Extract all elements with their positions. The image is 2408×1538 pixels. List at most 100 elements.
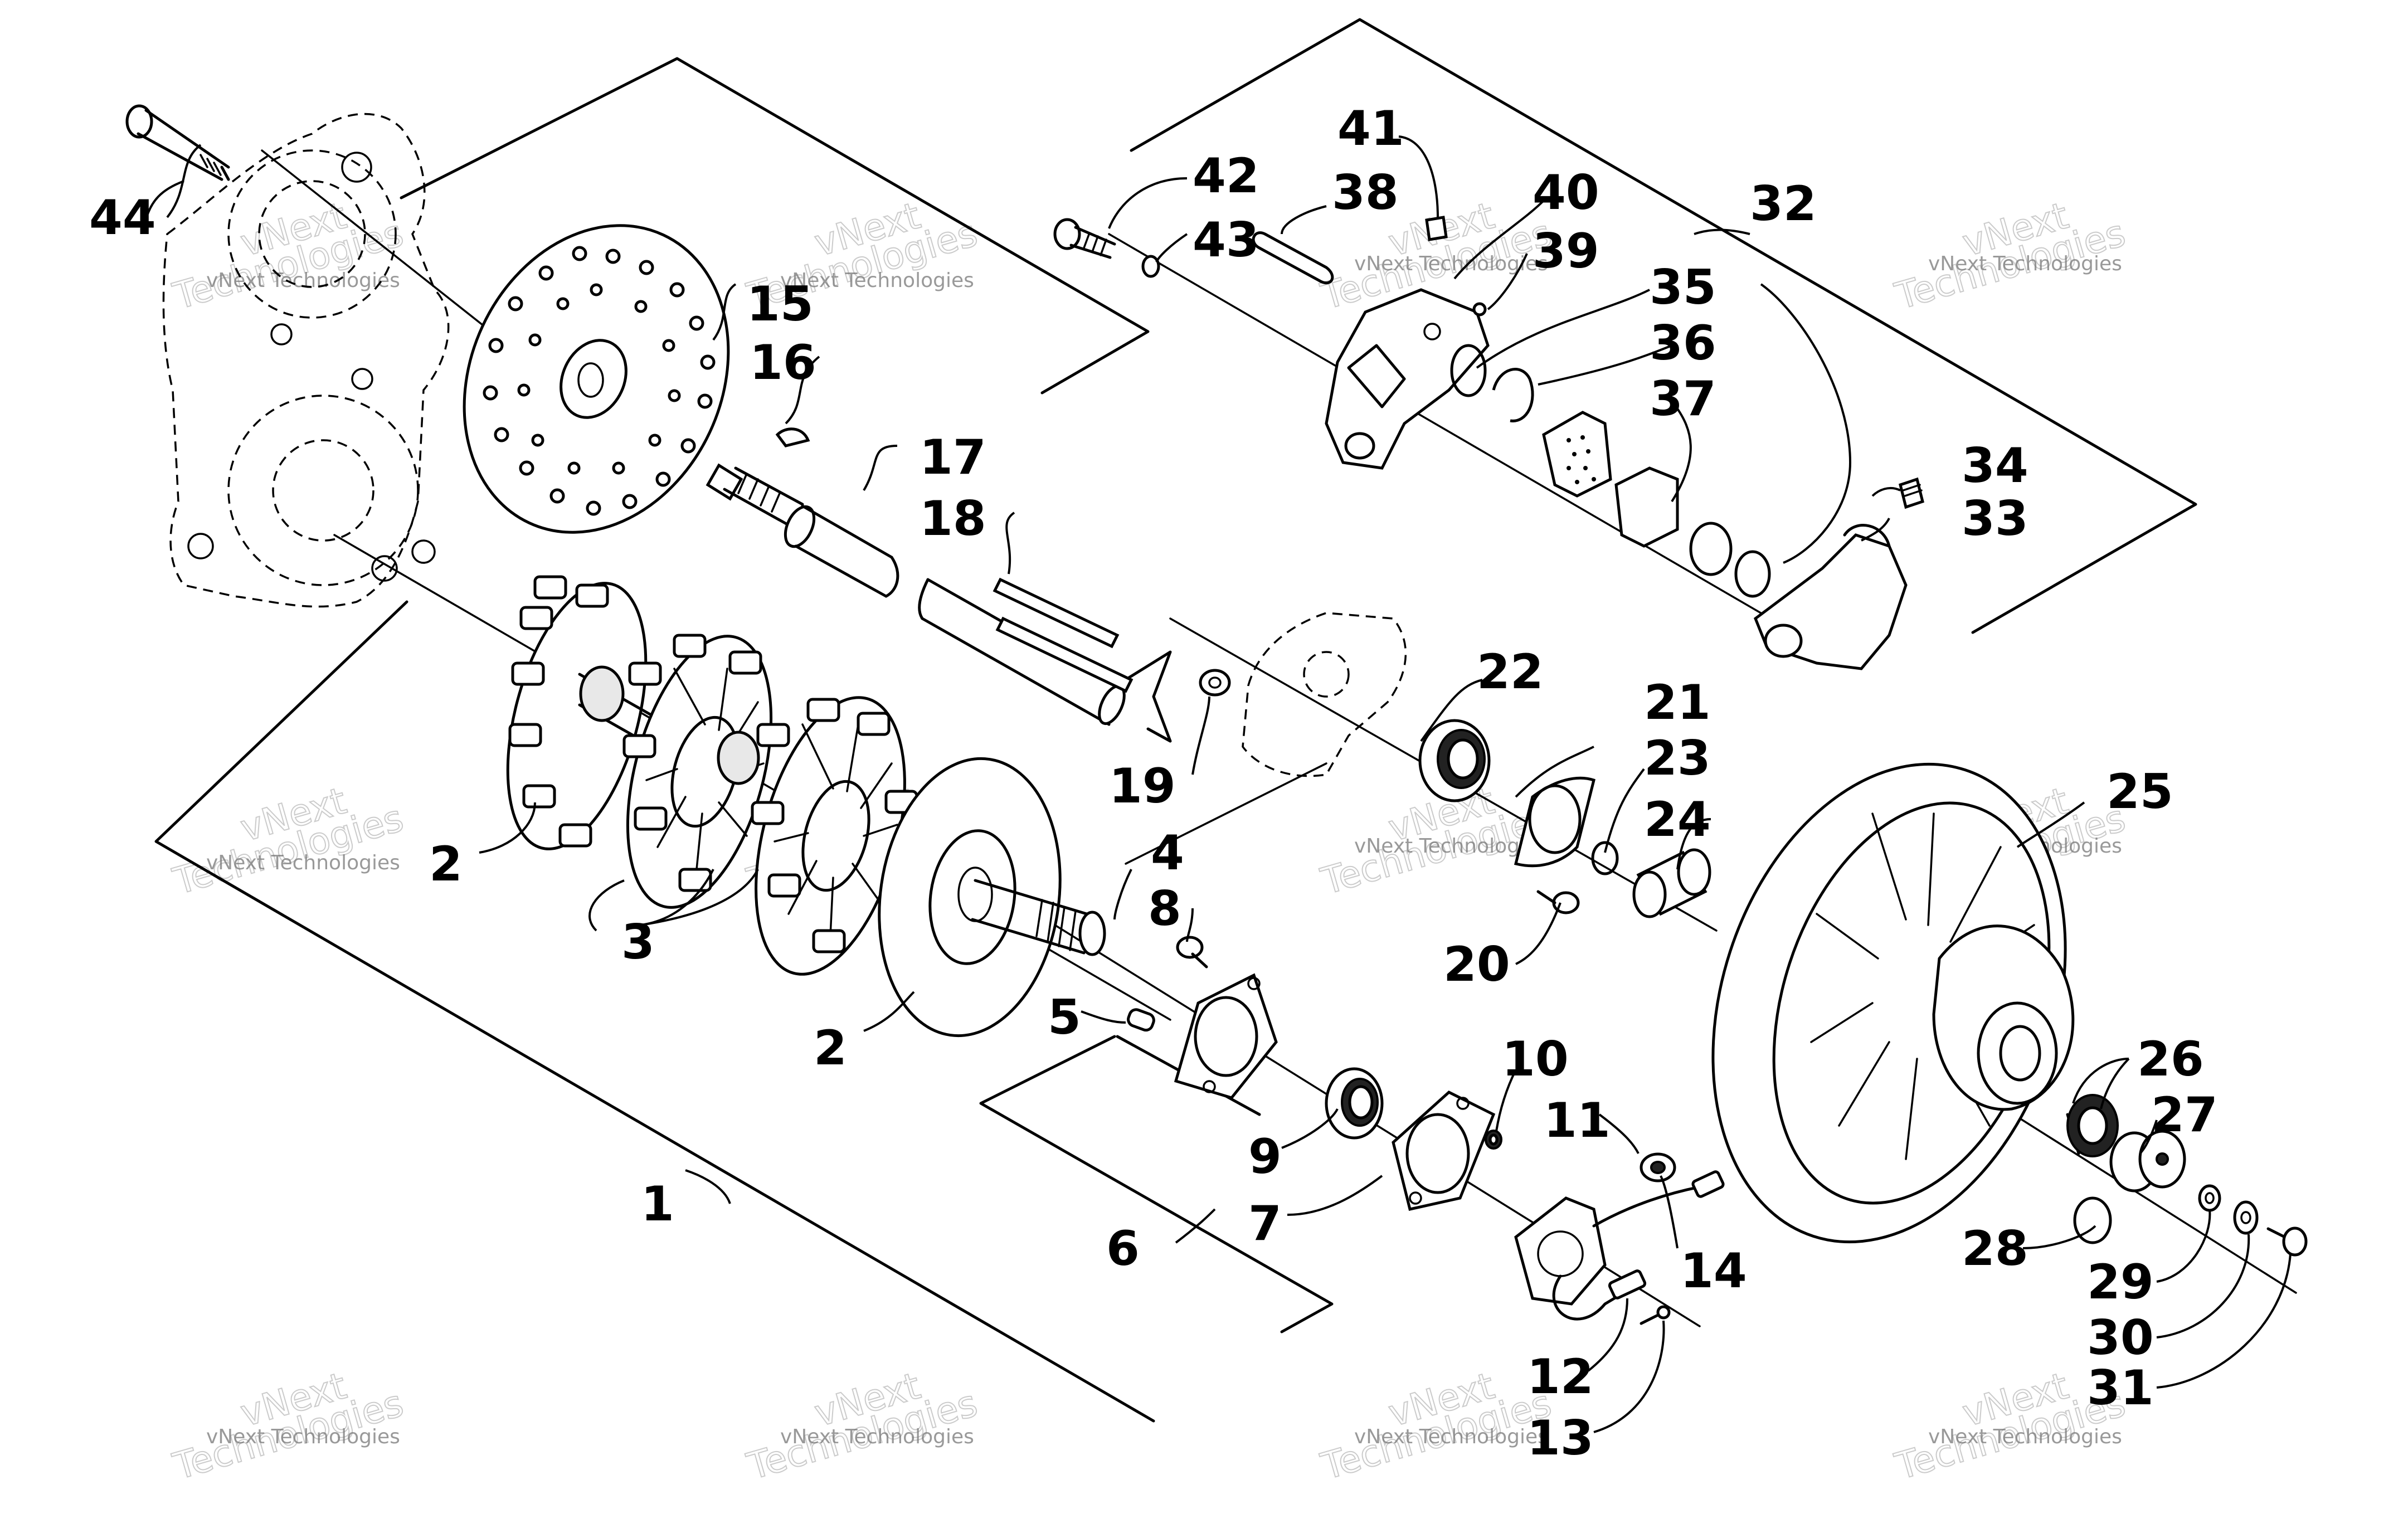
callout-44: 44 bbox=[89, 190, 156, 246]
watermark: vNext Technologies vNext Technologies bbox=[1316, 1364, 1556, 1488]
caliper-33 bbox=[1753, 524, 1908, 670]
svg-text:vNext Technologies: vNext Technologies bbox=[780, 269, 974, 292]
callout-30: 30 bbox=[2087, 1310, 2154, 1366]
nut-14 bbox=[1640, 1152, 1676, 1182]
callout-36: 36 bbox=[1650, 315, 1716, 371]
callout-24: 24 bbox=[1644, 792, 1711, 848]
callout-6: 6 bbox=[1106, 1221, 1140, 1277]
callout-35: 35 bbox=[1650, 260, 1716, 315]
callout-12: 12 bbox=[1527, 1349, 1594, 1405]
callout-2: 2 bbox=[429, 836, 463, 892]
callout-27: 27 bbox=[2151, 1087, 2218, 1143]
washer-30 bbox=[2233, 1200, 2259, 1235]
watermark: vNext Technologies vNext Technologies bbox=[1316, 778, 1556, 903]
callout-42: 42 bbox=[1193, 148, 1259, 204]
callout-25: 25 bbox=[2107, 764, 2173, 820]
cap-27 bbox=[2109, 1130, 2186, 1193]
retainer-21 bbox=[1514, 776, 1595, 868]
callout-23: 23 bbox=[1644, 731, 1711, 786]
seal-35 bbox=[1450, 344, 1771, 598]
nut-19 bbox=[1199, 669, 1231, 697]
callout-33: 33 bbox=[1962, 491, 2028, 547]
watermark: vNext Technologies vNext Technologies bbox=[742, 1364, 982, 1488]
spring-clip-38 bbox=[1252, 231, 1334, 285]
callout-26: 26 bbox=[2137, 1031, 2204, 1087]
svg-text:vNext Technologies: vNext Technologies bbox=[206, 851, 400, 874]
callout-41: 41 bbox=[1337, 101, 1404, 157]
callout-18: 18 bbox=[920, 491, 986, 547]
bolt-20 bbox=[1536, 890, 1580, 914]
washer-43 bbox=[1141, 255, 1160, 278]
bolt-44 bbox=[125, 104, 230, 181]
svg-text:vNext Technologies: vNext Technologies bbox=[206, 269, 400, 292]
callout-29: 29 bbox=[2087, 1254, 2154, 1310]
bearing-9 bbox=[1325, 1067, 1384, 1140]
drive-sprockets bbox=[506, 575, 1106, 1038]
callout-8: 8 bbox=[1148, 881, 1181, 937]
fitting-41 bbox=[1425, 216, 1448, 241]
callout-20: 20 bbox=[1443, 937, 1510, 992]
brake-disc-15 bbox=[463, 224, 730, 534]
piston-36 bbox=[1492, 368, 1733, 576]
callout-21: 21 bbox=[1644, 675, 1711, 731]
callout-1: 1 bbox=[641, 1176, 674, 1232]
callout-32: 32 bbox=[1750, 176, 1817, 232]
watermark: vNext Technologies vNext Technologies bbox=[168, 778, 408, 903]
group-box-assembly-32 bbox=[1130, 18, 2197, 634]
housing-gasket bbox=[1242, 612, 1407, 777]
ring-23 bbox=[1591, 841, 1619, 875]
callouts: 1 2 2 3 4 5 6 7 8 9 10 11 12 13 14 15 16… bbox=[89, 101, 2218, 1466]
bleeder-34 bbox=[1899, 477, 1924, 509]
callout-17: 17 bbox=[920, 430, 986, 485]
callout-19: 19 bbox=[1109, 758, 1176, 814]
callout-5: 5 bbox=[1048, 990, 1081, 1045]
watermark: vNext Technologies vNext Technologies bbox=[168, 1364, 408, 1488]
washer-29 bbox=[2198, 1184, 2221, 1212]
svg-text:vNext Technologies: vNext Technologies bbox=[206, 1425, 400, 1448]
callout-11: 11 bbox=[1544, 1093, 1611, 1148]
leader-lines bbox=[144, 135, 2292, 1433]
svg-text:vNext Technologies: vNext Technologies bbox=[1928, 1425, 2122, 1448]
flange-7-left bbox=[1174, 973, 1278, 1099]
callout-3: 3 bbox=[621, 914, 655, 970]
speed-sensor-12 bbox=[1514, 1170, 1725, 1321]
callout-13: 13 bbox=[1527, 1410, 1594, 1466]
callout-39: 39 bbox=[1533, 223, 1599, 279]
chaincase-housing bbox=[162, 113, 450, 608]
shaft-17 bbox=[706, 463, 1172, 743]
caliper-40 bbox=[1325, 288, 1490, 470]
callout-16: 16 bbox=[750, 335, 816, 391]
callout-14: 14 bbox=[1680, 1243, 1747, 1299]
cap-28 bbox=[2073, 1196, 2112, 1244]
brake-pad-37 bbox=[1542, 411, 1679, 548]
watermark: vNext Technologies vNext Technologies bbox=[1890, 193, 2130, 318]
flange-7-right bbox=[1392, 1091, 1496, 1211]
svg-text:vNext Technologies: vNext Technologies bbox=[1928, 252, 2122, 275]
callout-37: 37 bbox=[1650, 371, 1716, 427]
callout-10: 10 bbox=[1502, 1031, 1569, 1087]
spacer-24 bbox=[1632, 848, 1711, 918]
bolt-31 bbox=[2266, 1226, 2308, 1257]
bolt-42 bbox=[1053, 218, 1116, 259]
callout-43: 43 bbox=[1193, 212, 1259, 268]
svg-text:vNext Technologies: vNext Technologies bbox=[1354, 1425, 1548, 1448]
callout-7: 7 bbox=[1248, 1196, 1282, 1252]
nut-10 bbox=[1485, 1130, 1502, 1150]
spring-26 bbox=[2066, 1094, 2119, 1157]
pin-5 bbox=[1127, 1008, 1155, 1032]
key-16 bbox=[775, 427, 810, 447]
svg-text:vNext Technologies: vNext Technologies bbox=[1354, 835, 1548, 858]
key-18 bbox=[993, 577, 1134, 693]
callout-40: 40 bbox=[1533, 165, 1599, 221]
bolt-8 bbox=[1176, 936, 1208, 968]
callout-2: 2 bbox=[814, 1020, 847, 1076]
svg-text:vNext Technologies: vNext Technologies bbox=[1354, 252, 1548, 275]
watermark: vNext Technologies vNext Technologies bbox=[168, 193, 408, 318]
callout-22: 22 bbox=[1477, 644, 1544, 700]
callout-28: 28 bbox=[1962, 1221, 2028, 1277]
group-box-assembly-1 bbox=[154, 57, 1155, 1423]
callout-31: 31 bbox=[2087, 1360, 2154, 1416]
screw-13 bbox=[1640, 1305, 1671, 1325]
callout-38: 38 bbox=[1332, 165, 1399, 221]
